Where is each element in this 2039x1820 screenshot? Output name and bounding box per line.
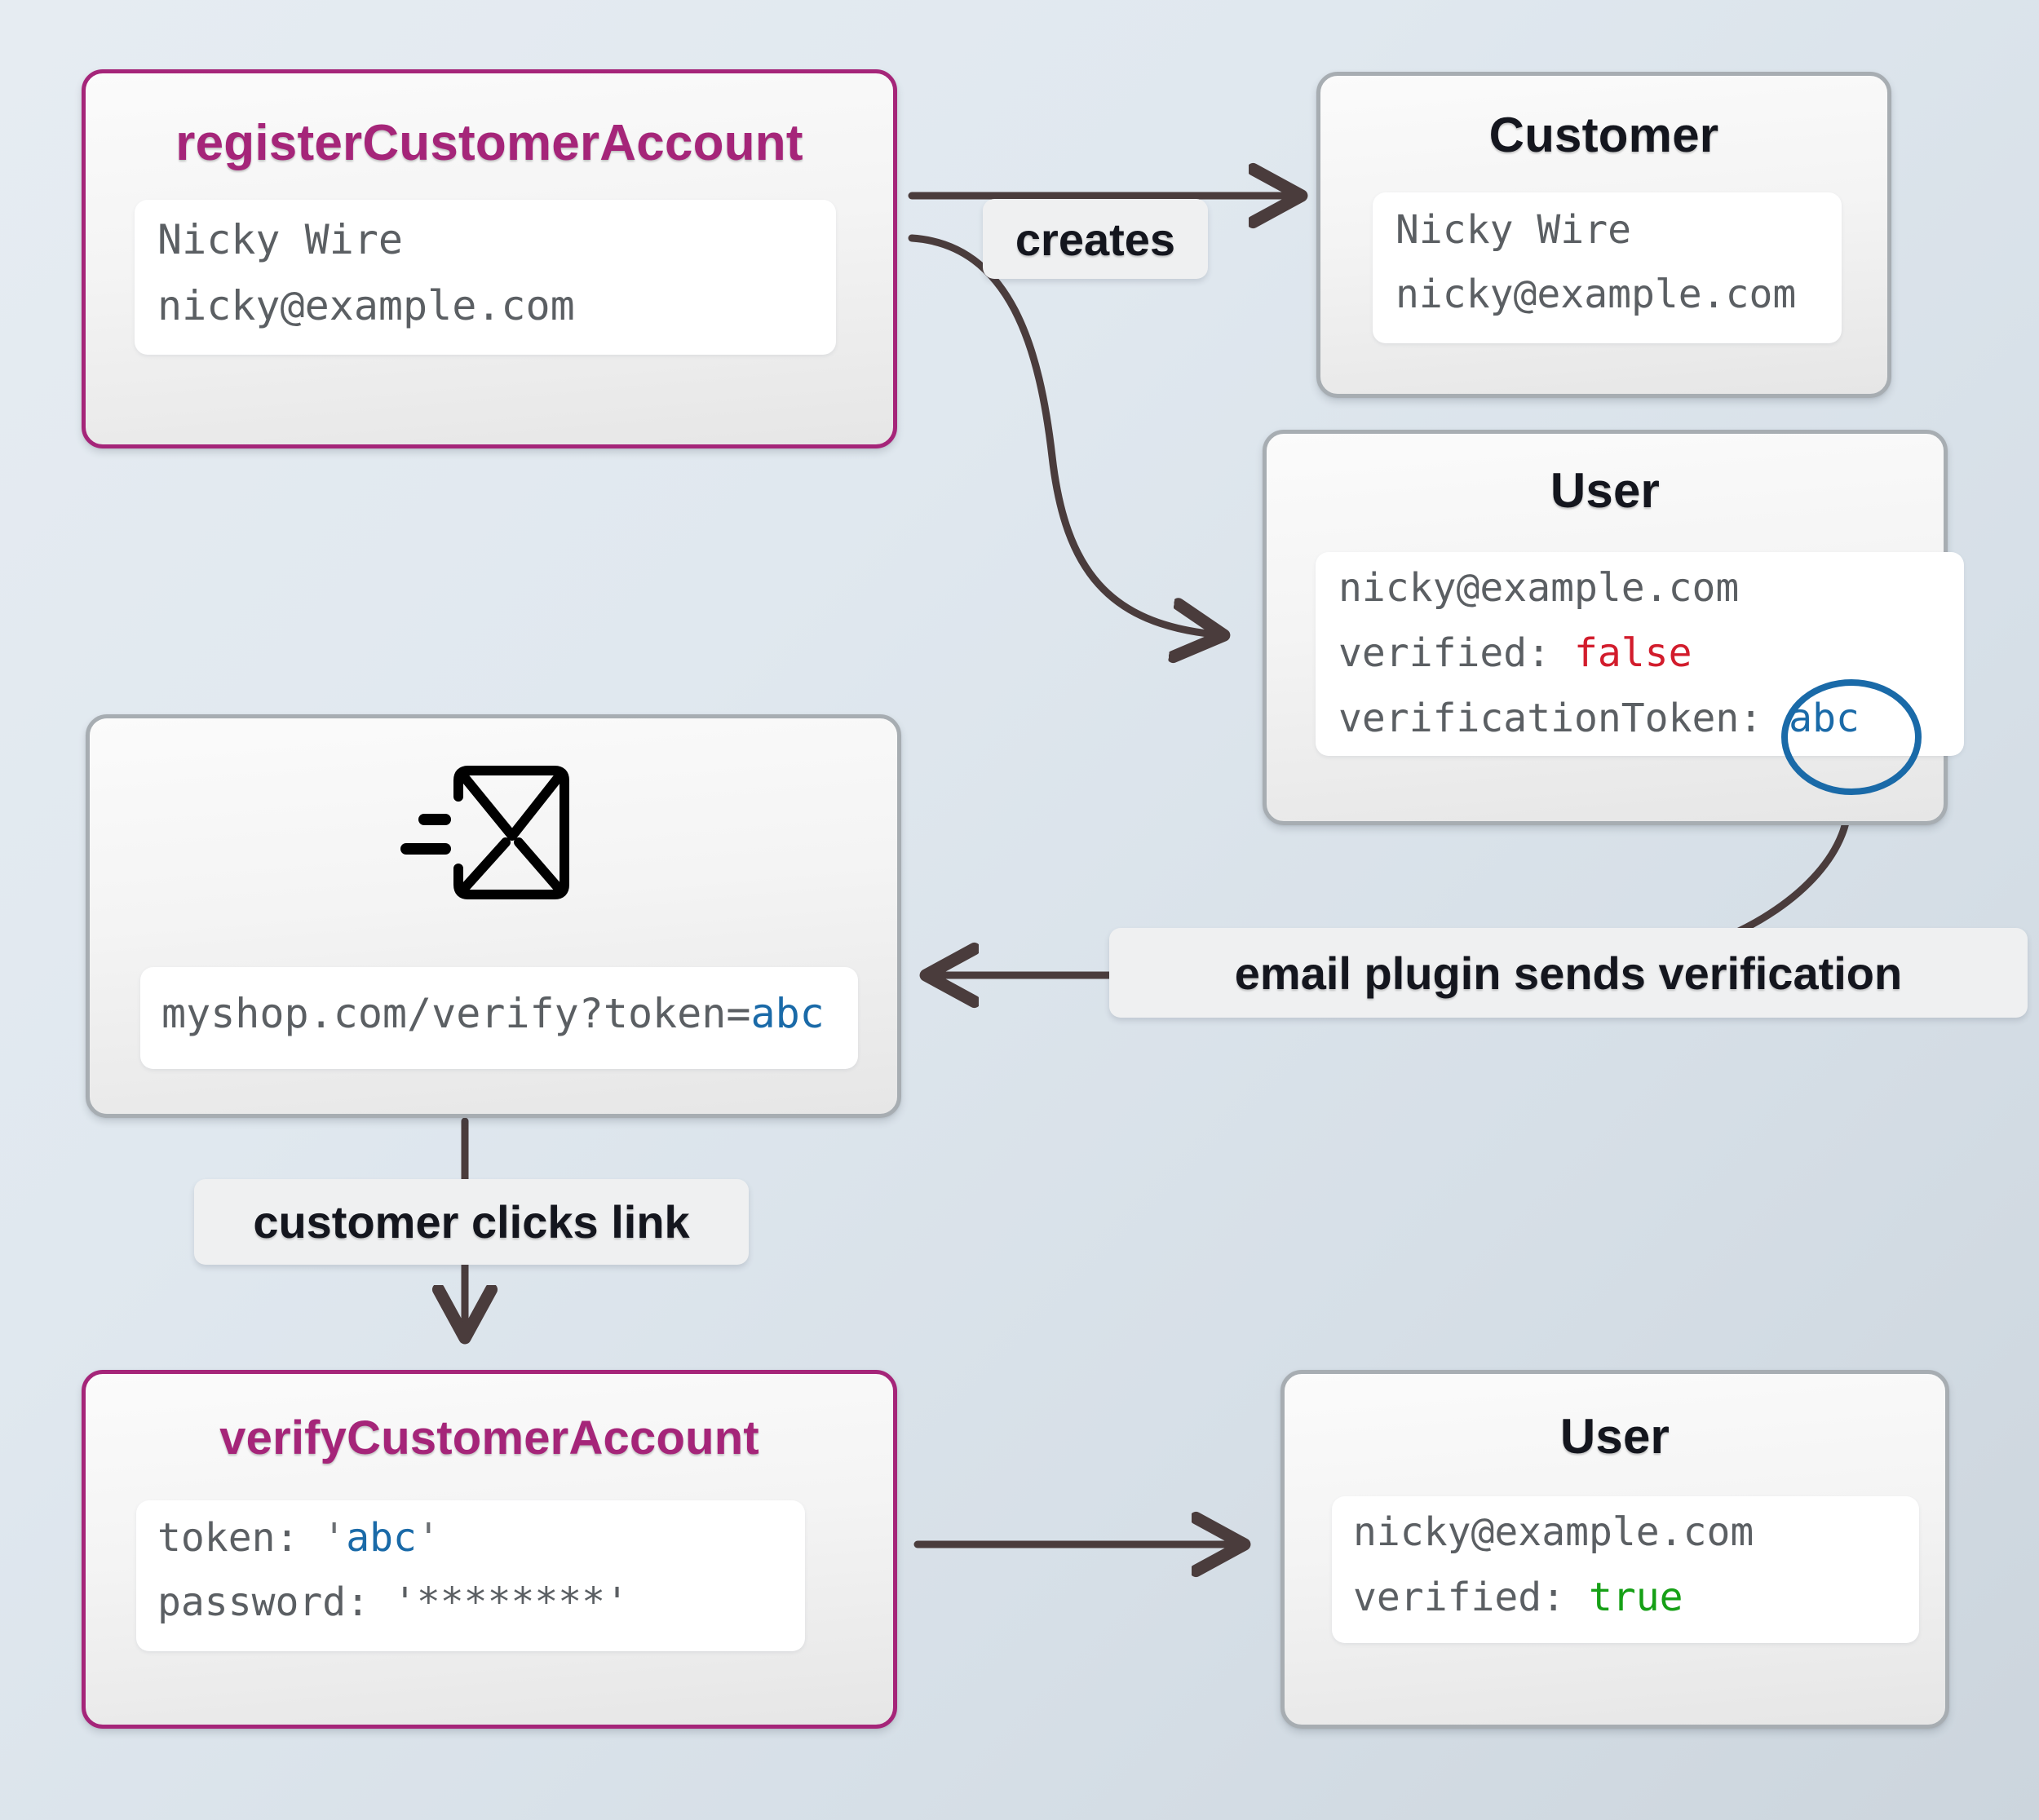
customer-field-name: Nicky Wire [1395,207,1631,253]
url-token: abc [750,990,825,1037]
token-value: abc [1789,696,1860,741]
customer-fields-panel: Nicky Wire nicky@example.com [1373,192,1842,343]
node-title-register: registerCustomerAccount [175,115,803,171]
user-verified-field-email: nicky@example.com [1353,1509,1754,1555]
verify-fields-panel: token: 'abc' password: '********' [136,1500,805,1651]
quote-open: ' [322,1515,347,1561]
edge-label-creates: creates [983,199,1208,279]
email-verification-url[interactable]: myshop.com/verify?token=abc [161,992,825,1036]
register-field-email: nicky@example.com [157,282,575,329]
user-unverified-field-token: verificationToken: abc [1338,697,1860,740]
verify-field-password: password: '********' [157,1581,629,1624]
verify-token-value: abc [346,1515,417,1561]
node-title-user-unverified: User [1550,463,1661,518]
verified-value-false: false [1573,630,1692,676]
user-unverified-field-email: nicky@example.com [1338,565,1740,611]
customer-field-email: nicky@example.com [1395,272,1797,317]
node-user-verified[interactable]: User nicky@example.com verified: true [1280,1370,1949,1729]
edge-label-customer-clicks-link: customer clicks link [194,1179,749,1265]
user-unverified-fields-panel: nicky@example.com verified: false verifi… [1316,552,1964,756]
user-unverified-field-verified: verified: false [1338,632,1692,675]
node-title-verify: verifyCustomerAccount [219,1411,759,1464]
token-label: verificationToken: [1338,696,1763,741]
verify-password-label: password: [157,1579,393,1625]
register-fields-panel: Nicky Wire nicky@example.com [135,200,836,355]
edge-register-to-user [908,234,1215,634]
verify-field-token: token: 'abc' [157,1517,440,1560]
quote-close: ' [416,1515,440,1561]
url-prefix: myshop.com/verify?token= [161,990,751,1037]
register-field-name: Nicky Wire [157,216,404,263]
user-verified-field-verified: verified: true [1353,1576,1683,1619]
edge-label-email-plugin: email plugin sends verification [1109,928,2028,1018]
verified-label: verified: [1353,1575,1589,1620]
node-customer[interactable]: Customer Nicky Wire nicky@example.com [1316,72,1891,398]
node-user-unverified[interactable]: User nicky@example.com verified: false v… [1263,430,1964,825]
verify-password-value: '********' [392,1579,629,1625]
node-email-message[interactable]: myshop.com/verify?token=abc [86,714,901,1118]
verified-label: verified: [1338,630,1574,676]
email-link-panel[interactable]: myshop.com/verify?token=abc [140,967,858,1069]
node-title-customer: Customer [1488,108,1719,162]
user-verified-fields-panel: nicky@example.com verified: true [1332,1496,1919,1643]
node-register-customer-account[interactable]: registerCustomerAccount Nicky Wire nicky… [82,69,897,448]
node-verify-customer-account[interactable]: verifyCustomerAccount token: 'abc' passw… [82,1370,897,1729]
verify-token-label: token: [157,1515,323,1561]
verified-value-true: true [1588,1575,1683,1620]
node-title-user-verified: User [1559,1409,1670,1464]
send-email-icon [400,766,569,899]
